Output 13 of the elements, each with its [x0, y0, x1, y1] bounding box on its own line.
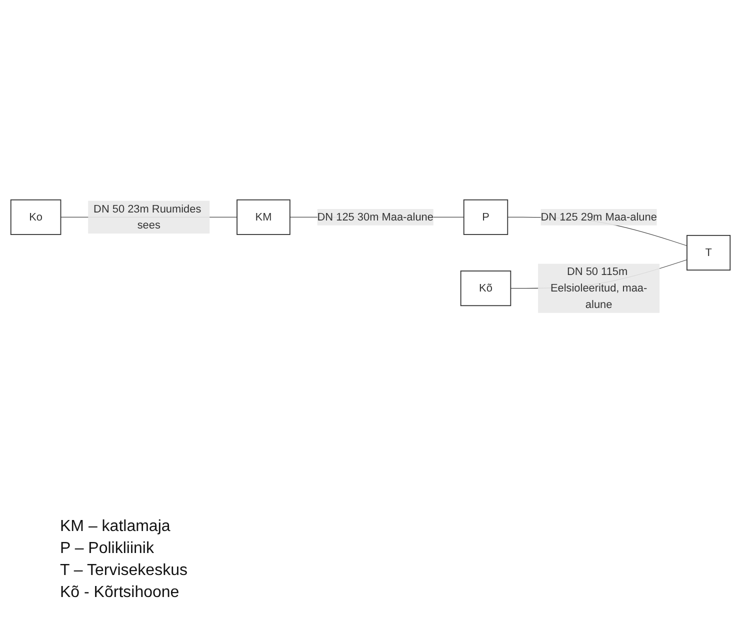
edge-label: DN 50 115m Eelsioleeritud, maa-alune	[550, 265, 648, 310]
node-box: P	[463, 199, 508, 235]
node-box: KM	[236, 199, 290, 235]
node-box: T	[686, 234, 731, 270]
legend-note: Kõ - Kõrtsihoone	[60, 583, 180, 603]
node-box: Ko	[10, 199, 62, 235]
edge-label: DN 125 30m Maa-alune	[317, 210, 434, 223]
node-box: Kõ	[460, 270, 512, 306]
legend-note: P – Polikliinik	[60, 539, 155, 559]
edge-label: DN 125 29m Maa-alune	[540, 210, 657, 223]
legend-note: T – Tervisekeskus	[60, 561, 188, 581]
legend-note: KM – katlamaja	[60, 517, 172, 537]
edge-label: DN 50 23m Ruumides sees	[94, 202, 202, 231]
